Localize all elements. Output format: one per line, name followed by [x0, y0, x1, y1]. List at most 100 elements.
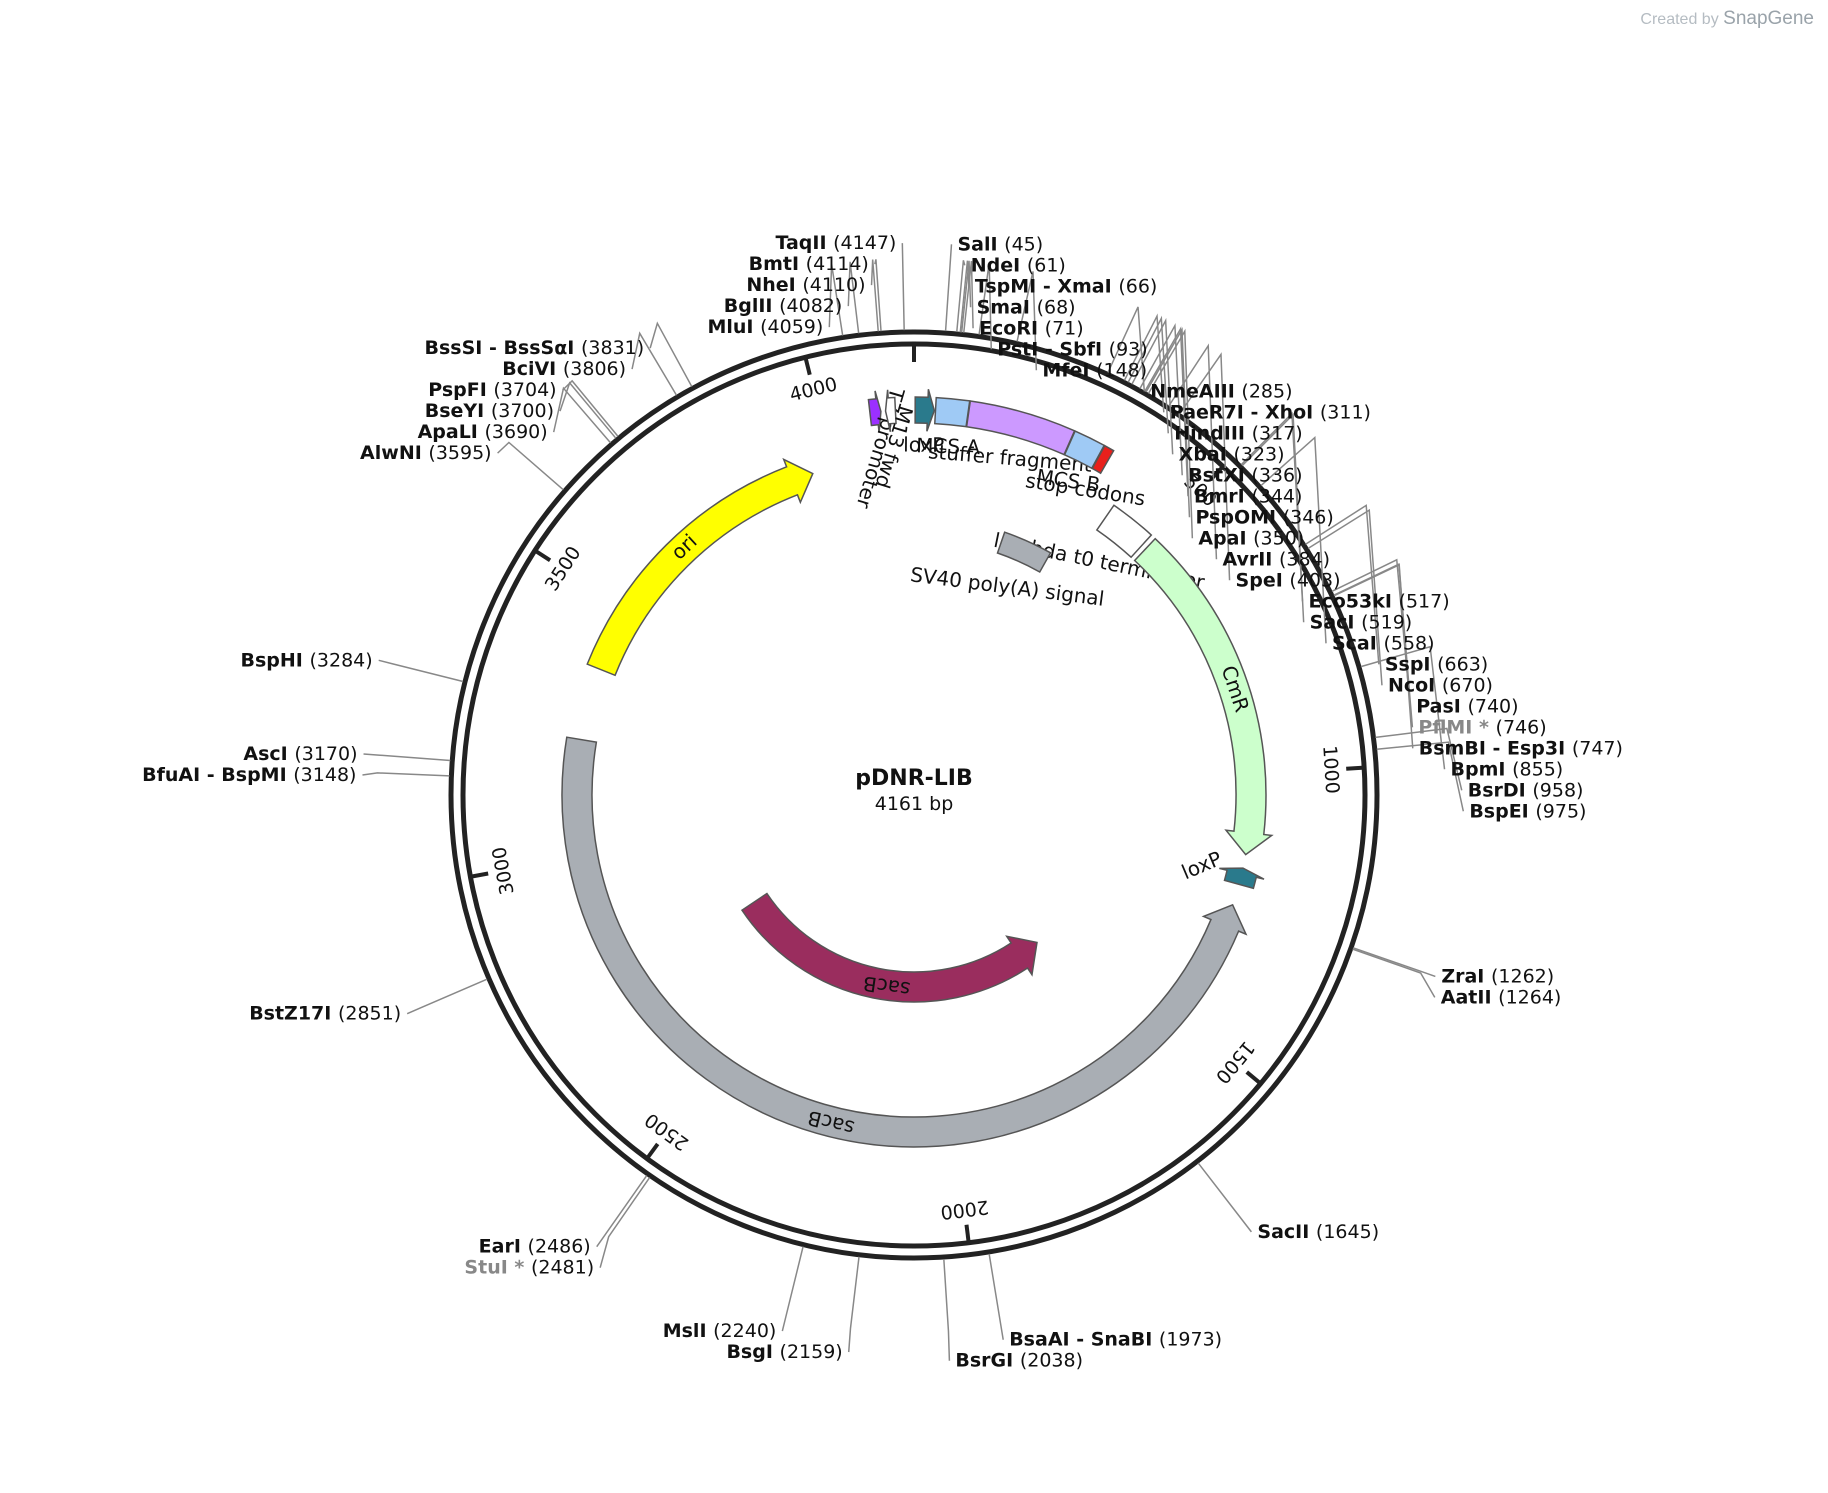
enzyme-site-sspi: SspI (663) [1385, 653, 1488, 675]
enzyme-site-bstxi: BstXI (336) [1188, 464, 1302, 486]
enzyme-leader [1139, 322, 1183, 476]
enzyme-leaders [362, 243, 1465, 1361]
tick-mark [803, 356, 812, 376]
tick-label: 2500 [641, 1108, 693, 1154]
enzyme-site-mlui: MluI (4059) [707, 316, 823, 338]
feature-loxp [1219, 867, 1265, 890]
enzyme-site-sacii: SacII (1645) [1257, 1221, 1379, 1243]
feature-lambda-t0-terminator [1095, 504, 1153, 559]
enzyme-site-mfei: MfeI (148) [1042, 359, 1147, 381]
tick-mark [964, 1224, 971, 1243]
enzyme-site-taqii: TaqII (4147) [775, 232, 896, 254]
tick-label: 1000 [1318, 745, 1343, 795]
enzyme-site-msli: MslI (2240) [663, 1320, 777, 1342]
enzyme-leader [978, 263, 993, 350]
enzyme-leader [1307, 508, 1383, 686]
enzyme-leader [956, 260, 966, 333]
enzyme-site-nhei: NheI (4110) [746, 274, 865, 296]
enzyme-site-bmri: BmrI (344) [1194, 485, 1302, 507]
feature-label: MCS A [916, 433, 981, 459]
enzyme-leader [1147, 328, 1194, 539]
feature-sacb [740, 892, 1038, 1003]
enzyme-site-bmti: BmtI (4114) [749, 253, 869, 275]
watermark-prefix: Created by [1640, 11, 1719, 28]
enzyme-leader [1305, 504, 1380, 665]
enzyme-leader [1123, 313, 1165, 413]
enzyme-leader [649, 321, 693, 387]
enzyme-leader [1360, 645, 1446, 770]
enzyme-leader [1168, 343, 1218, 560]
enzyme-leader [1333, 563, 1414, 749]
enzyme-site-bstz17i: BstZ17I (2851) [249, 1003, 401, 1025]
enzyme-leader [559, 381, 617, 439]
enzyme-leader [988, 1253, 1004, 1340]
enzyme-leader [943, 1258, 951, 1361]
feature-label: SV40 poly(A) signal [909, 562, 1106, 611]
enzyme-leader [1352, 948, 1436, 998]
enzyme-site-stui: StuI * (2481) [464, 1257, 594, 1279]
enzyme-leader [901, 243, 905, 331]
enzyme-leader [959, 260, 970, 333]
enzyme-leader [828, 264, 844, 336]
enzyme-leader [1131, 317, 1174, 455]
feature-t7-promoter [867, 390, 882, 433]
backbone-outer-ring [448, 329, 1380, 1261]
enzyme-leader [781, 1246, 804, 1332]
enzyme-site-sali: SalI (45) [957, 233, 1043, 255]
tick-mark [533, 548, 552, 563]
enzyme-leader [378, 659, 464, 683]
enzyme-labels: SalI (45)NdeI (61)TspMI - XmaI (66)SmaI … [142, 232, 1623, 1372]
enzyme-site-aatii: AatII (1264) [1441, 986, 1562, 1008]
feature-ori [586, 457, 814, 677]
enzyme-leader [944, 244, 953, 332]
enzyme-site-bfuai-bspmi: BfuAI - BspMI (3148) [142, 764, 356, 786]
enzyme-site-pspfi: PspFI (3704) [428, 379, 556, 401]
enzyme-leader [1016, 271, 1038, 371]
enzyme-leader [874, 259, 882, 332]
enzyme-site-nmeaiii: NmeAIII (285) [1150, 380, 1292, 402]
feature-label: loxP [903, 432, 944, 456]
tick-label: 1500 [1211, 1036, 1259, 1087]
enzyme-leader [363, 753, 451, 762]
enzyme-site-bseyi: BseYI (3700) [425, 400, 554, 422]
tick-label: 3000 [488, 845, 518, 897]
enzyme-leader [847, 1256, 860, 1353]
enzyme-leader [596, 1175, 648, 1248]
enzyme-leader [1145, 327, 1191, 518]
enzyme-site-bsmbi-esp3i: BsmBI - Esp3I (747) [1419, 737, 1623, 759]
enzyme-site-bsrgi: BsrGI (2038) [955, 1350, 1083, 1372]
feature-sv40-poly-a-signal [996, 531, 1052, 574]
feature-cmr [1133, 537, 1274, 856]
tick-mark [470, 871, 489, 879]
enzyme-site-ecori: EcoRI (71) [979, 317, 1084, 339]
enzyme-site-apali: ApaLI (3690) [418, 421, 548, 443]
enzyme-site-bsssi-bsss-i: BssSI - BssSαI (3831) [424, 337, 644, 359]
snapgene-watermark: Created by SnapGene [1640, 8, 1814, 30]
enzyme-leader [847, 261, 860, 334]
enzyme-leader [406, 978, 488, 1015]
snapgene-brand: SnapGene [1723, 8, 1814, 29]
enzyme-leader [362, 772, 450, 777]
feature-m13-fwd [884, 389, 897, 432]
enzyme-site-pflmi: PflMI * (746) [1418, 716, 1546, 738]
feature-label: loxP [1178, 846, 1225, 884]
enzyme-site-bspei: BspEI (975) [1469, 800, 1586, 822]
enzyme-site-asci: AscI (3170) [243, 743, 357, 765]
enzyme-site-saci: SacI (519) [1310, 611, 1413, 633]
enzyme-site-eco53ki: Eco53kI (517) [1308, 590, 1449, 612]
enzyme-leader [631, 331, 678, 396]
tick-label: 3500 [541, 542, 586, 595]
enzyme-leader [562, 379, 619, 437]
enzyme-site-paer7i-xhoi: PaeR7I - XhoI (311) [1170, 401, 1371, 423]
enzyme-site-pspomi: PspOMI (346) [1195, 506, 1333, 528]
enzyme-site-zrai: ZraI (1262) [1441, 965, 1554, 987]
plasmid-length: 4161 bp [875, 793, 954, 815]
enzyme-site-bsphi: BspHI (3284) [241, 649, 373, 671]
feature-stop-codons [1091, 444, 1115, 475]
enzyme-leader [960, 260, 972, 333]
enzyme-site-pasi: PasI (740) [1416, 695, 1518, 717]
enzyme-leader [1260, 436, 1327, 644]
enzyme-site-smai: SmaI (68) [977, 296, 1076, 318]
